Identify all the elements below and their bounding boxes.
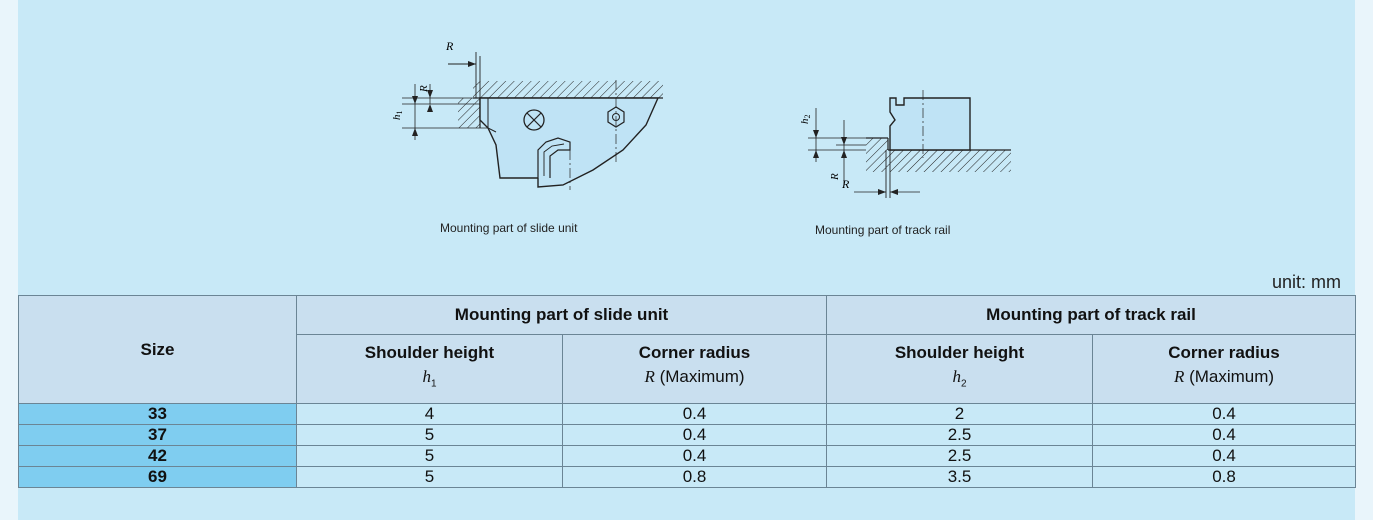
shoulder-height-h1-header: Shoulder height h1 (296, 334, 563, 404)
corner-radius-rail-header: Corner radius R (Maximum) (1092, 334, 1357, 404)
table-row: 42 5 0.4 2.5 0.4 (18, 445, 1357, 467)
mounting-panel: R h1 R (18, 0, 1357, 520)
h2-cell: 2.5 (826, 424, 1094, 446)
r2-cell: 0.4 (1092, 424, 1357, 446)
r2-cell: 0.4 (1092, 445, 1357, 467)
r1-cell: 0.4 (561, 445, 828, 467)
size-cell: 37 (18, 424, 297, 446)
r1-cell: 0.4 (561, 403, 828, 425)
unit-label: unit: mm (1271, 272, 1341, 292)
slide-h1-label: h1 (391, 111, 404, 121)
h1-cell: 5 (296, 445, 563, 467)
size-cell: 69 (18, 466, 297, 488)
rail-r-label-side: R (829, 173, 841, 181)
table-row: 37 5 0.4 2.5 0.4 (18, 424, 1357, 446)
track-rail-group-header: Mounting part of track rail (826, 295, 1357, 335)
mounting-drawings: R h1 R (391, 39, 1011, 198)
table-row: 69 5 0.8 3.5 0.8 (18, 466, 1357, 488)
shoulder-height-h2-header: Shoulder height h2 (826, 334, 1094, 404)
h2-cell: 2.5 (826, 445, 1094, 467)
track-rail-caption: Mounting part of track rail (815, 223, 951, 237)
h1-cell: 5 (296, 466, 563, 488)
track-rail-drawing: h2 R R (799, 90, 1011, 198)
mounting-dimensions-table: Size Mounting part of slide unit Mountin… (18, 295, 1357, 488)
size-cell: 42 (18, 445, 297, 467)
r2-cell: 0.4 (1092, 403, 1357, 425)
slide-unit-group-header: Mounting part of slide unit (295, 295, 828, 335)
h2-cell: 2 (826, 403, 1094, 425)
size-header: Size (18, 295, 297, 404)
slide-r-label-top: R (445, 39, 454, 53)
r1-cell: 0.8 (561, 466, 828, 488)
slide-unit-drawing: R h1 R (391, 39, 663, 190)
h2-cell: 3.5 (826, 466, 1094, 488)
r1-cell: 0.4 (561, 424, 828, 446)
r2-cell: 0.8 (1092, 466, 1357, 488)
corner-radius-slide-header: Corner radius R (Maximum) (561, 334, 828, 404)
slide-unit-caption: Mounting part of slide unit (440, 221, 578, 235)
h1-cell: 4 (296, 403, 563, 425)
table-row: 33 4 0.4 2 0.4 (18, 403, 1357, 425)
slide-r-label-side: R (418, 85, 430, 93)
rail-r-label-bottom: R (841, 177, 850, 191)
h1-cell: 5 (296, 424, 563, 446)
rail-h2-label: h2 (799, 115, 812, 125)
size-cell: 33 (18, 403, 297, 425)
